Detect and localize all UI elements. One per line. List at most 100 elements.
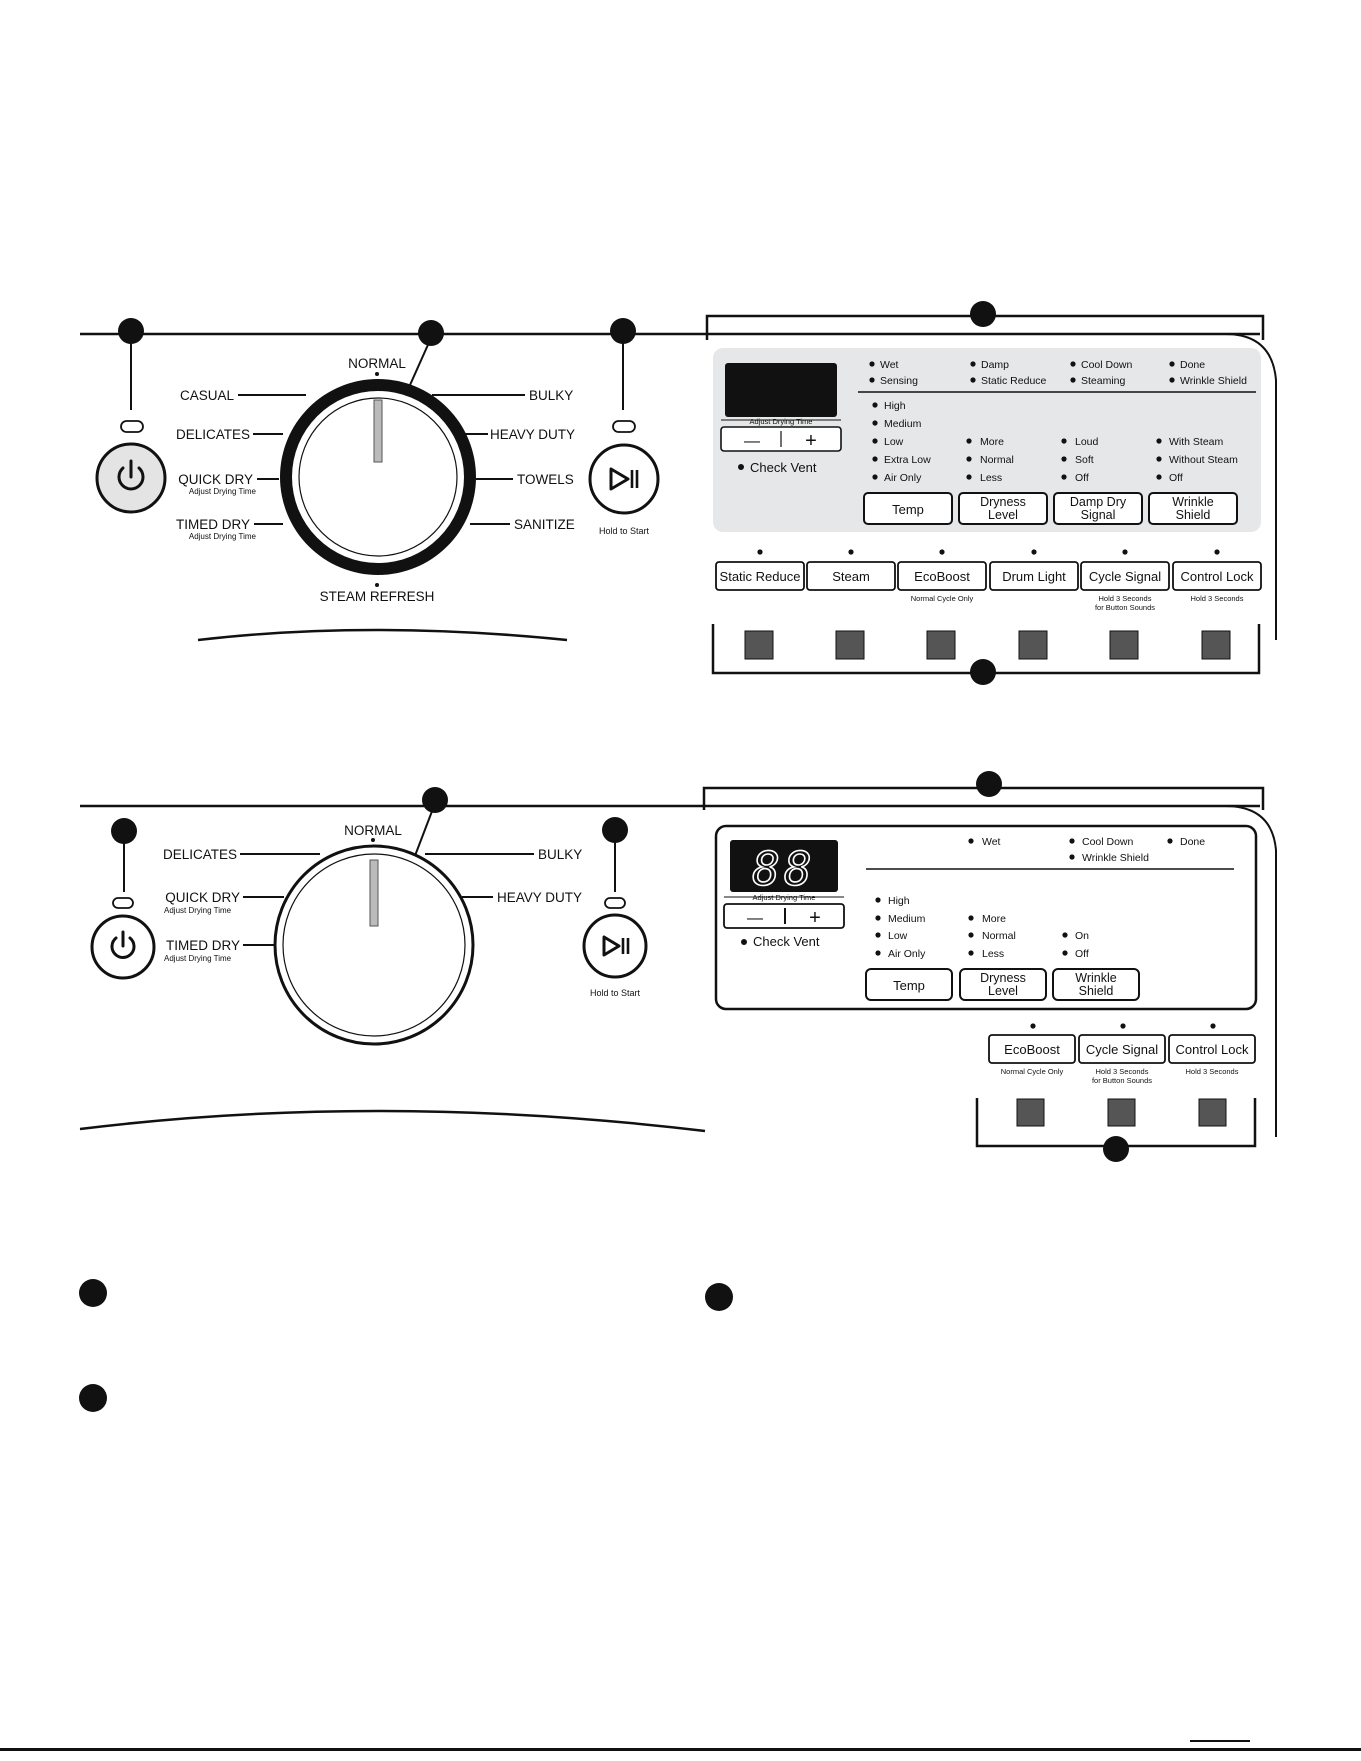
ecoboost-caption: Normal Cycle Only xyxy=(1001,1067,1064,1076)
wrinkle-shield-button[interactable]: Wrinkle Shield xyxy=(1148,492,1238,525)
start-caption: Hold to Start xyxy=(590,988,641,998)
ecoboost-caption: Normal Cycle Only xyxy=(911,594,974,603)
key-square[interactable] xyxy=(1201,630,1231,660)
svg-text:Without Steam: Without Steam xyxy=(1169,454,1238,466)
power-button[interactable] xyxy=(90,914,156,980)
page-bottom-rule xyxy=(0,1748,1361,1751)
svg-text:Low: Low xyxy=(884,436,904,448)
svg-text:EcoBoost: EcoBoost xyxy=(1004,1042,1060,1057)
callout-marker-option-keys xyxy=(1103,1136,1129,1162)
static-reduce-button[interactable]: Static Reduce xyxy=(715,561,805,591)
play-pause-icon xyxy=(602,935,630,957)
adjust-time-minus[interactable]: — xyxy=(744,433,760,450)
adjust-time-rocker[interactable] xyxy=(723,903,845,929)
svg-text:Extra Low: Extra Low xyxy=(884,454,931,466)
cycle-label-sanitize: SANITIZE xyxy=(514,517,575,532)
power-button[interactable] xyxy=(95,442,167,514)
key-square[interactable] xyxy=(1107,1098,1136,1127)
svg-text:Cycle Signal: Cycle Signal xyxy=(1089,569,1161,584)
cycle-label-casual: CASUAL xyxy=(180,388,235,403)
play-pause-icon xyxy=(609,467,639,491)
temp-button[interactable]: Temp xyxy=(863,492,953,525)
wrinkle-shield-button[interactable]: Wrinkle Shield xyxy=(1052,968,1140,1001)
power-icon xyxy=(117,459,145,491)
adjust-time-plus[interactable]: + xyxy=(809,907,821,929)
svg-text:Done: Done xyxy=(1180,836,1205,848)
svg-text:Wrinkle Shield: Wrinkle Shield xyxy=(1180,375,1247,387)
ecoboost-button[interactable]: EcoBoost xyxy=(988,1034,1076,1064)
key-square[interactable] xyxy=(926,630,956,660)
svg-text:Dryness: Dryness xyxy=(980,495,1026,509)
cycle-label-delicates: DELICATES xyxy=(176,427,250,442)
svg-text:Static Reduce: Static Reduce xyxy=(981,375,1047,387)
top-panel: NORMAL CASUAL DELICATES QUICK DRY Adjust… xyxy=(80,301,1277,685)
svg-text:Temp: Temp xyxy=(892,502,924,517)
display-panel-background xyxy=(714,824,1258,1011)
temp-button[interactable]: Temp xyxy=(865,968,953,1001)
svg-text:Less: Less xyxy=(982,948,1004,960)
callout-marker-display-panel xyxy=(976,771,1002,797)
svg-text:Off: Off xyxy=(1075,472,1089,484)
adjust-time-rocker[interactable] xyxy=(720,426,842,452)
control-lock-button[interactable]: Control Lock xyxy=(1172,561,1262,591)
svg-text:Soft: Soft xyxy=(1075,454,1094,466)
svg-text:Low: Low xyxy=(888,930,908,942)
damp-dry-signal-button[interactable]: Damp Dry Signal xyxy=(1053,492,1143,525)
adjust-time-minus[interactable]: — xyxy=(747,910,763,927)
cycle-label-towels: TOWELS xyxy=(517,472,574,487)
start-indicator-light xyxy=(604,897,626,909)
page-bottom-rule-tab xyxy=(1190,1740,1250,1742)
control-lock-button[interactable]: Control Lock xyxy=(1168,1034,1256,1064)
svg-text:More: More xyxy=(980,436,1004,448)
cycle-label-quick-dry-sub: Adjust Drying Time xyxy=(189,487,257,496)
signal-options: Loud Soft Off xyxy=(1061,436,1099,484)
keypad-keys xyxy=(744,630,1231,660)
dryness-level-button[interactable]: Dryness Level xyxy=(958,492,1048,525)
svg-text:Damp: Damp xyxy=(981,359,1009,371)
cycle-label-timed-dry: TIMED DRY xyxy=(176,517,250,532)
dryness-level-button[interactable]: Dryness Level xyxy=(959,968,1047,1001)
display-panel-background xyxy=(713,348,1261,532)
adjust-time-plus[interactable]: + xyxy=(805,430,817,452)
key-square[interactable] xyxy=(1018,630,1048,660)
key-square[interactable] xyxy=(835,630,865,660)
status-indicators: Wet Cool Down Wrinkle Shield Done xyxy=(968,836,1205,864)
dryness-options: More Normal Less xyxy=(966,436,1014,484)
cycle-selector-knob[interactable] xyxy=(280,379,476,575)
ecoboost-button[interactable]: EcoBoost xyxy=(897,561,987,591)
callout-marker-cycle-knob xyxy=(422,787,448,813)
callout-marker-display-panel xyxy=(970,301,996,327)
svg-text:Cool Down: Cool Down xyxy=(1082,836,1134,848)
svg-text:Air Only: Air Only xyxy=(884,472,922,484)
keypad-keys xyxy=(1016,1098,1227,1127)
start-pause-button[interactable] xyxy=(582,913,648,979)
power-indicator-light xyxy=(112,897,134,909)
display-digits: 88 xyxy=(752,842,815,896)
cycle-signal-button[interactable]: Cycle Signal xyxy=(1080,561,1170,591)
svg-text:Loud: Loud xyxy=(1075,436,1099,448)
key-square[interactable] xyxy=(1016,1098,1045,1127)
legend-marker xyxy=(705,1283,733,1311)
svg-text:Cool Down: Cool Down xyxy=(1081,359,1133,371)
cycle-label-bulky: BULKY xyxy=(529,388,573,403)
knob-pointer xyxy=(369,859,379,927)
svg-text:Wrinkle: Wrinkle xyxy=(1172,495,1213,509)
key-square[interactable] xyxy=(1109,630,1139,660)
key-square[interactable] xyxy=(744,630,774,660)
steam-button[interactable]: Steam xyxy=(806,561,896,591)
key-square[interactable] xyxy=(1198,1098,1227,1127)
temp-options: High Medium Low Air Only xyxy=(875,895,926,960)
svg-text:Wet: Wet xyxy=(880,359,899,371)
svg-text:Temp: Temp xyxy=(893,978,925,993)
svg-text:Level: Level xyxy=(988,508,1018,522)
check-vent-indicator: Check Vent xyxy=(750,460,817,475)
svg-text:Normal: Normal xyxy=(980,454,1014,466)
cycle-label-timed-dry-sub: Adjust Drying Time xyxy=(189,532,257,541)
cycle-label-timed-dry: TIMED DRY xyxy=(166,938,240,953)
start-pause-button[interactable] xyxy=(588,443,660,515)
cycle-signal-button[interactable]: Cycle Signal xyxy=(1078,1034,1166,1064)
cycle-selector-knob[interactable] xyxy=(273,844,475,1046)
drum-light-button[interactable]: Drum Light xyxy=(989,561,1079,591)
svg-text:EcoBoost: EcoBoost xyxy=(914,569,970,584)
